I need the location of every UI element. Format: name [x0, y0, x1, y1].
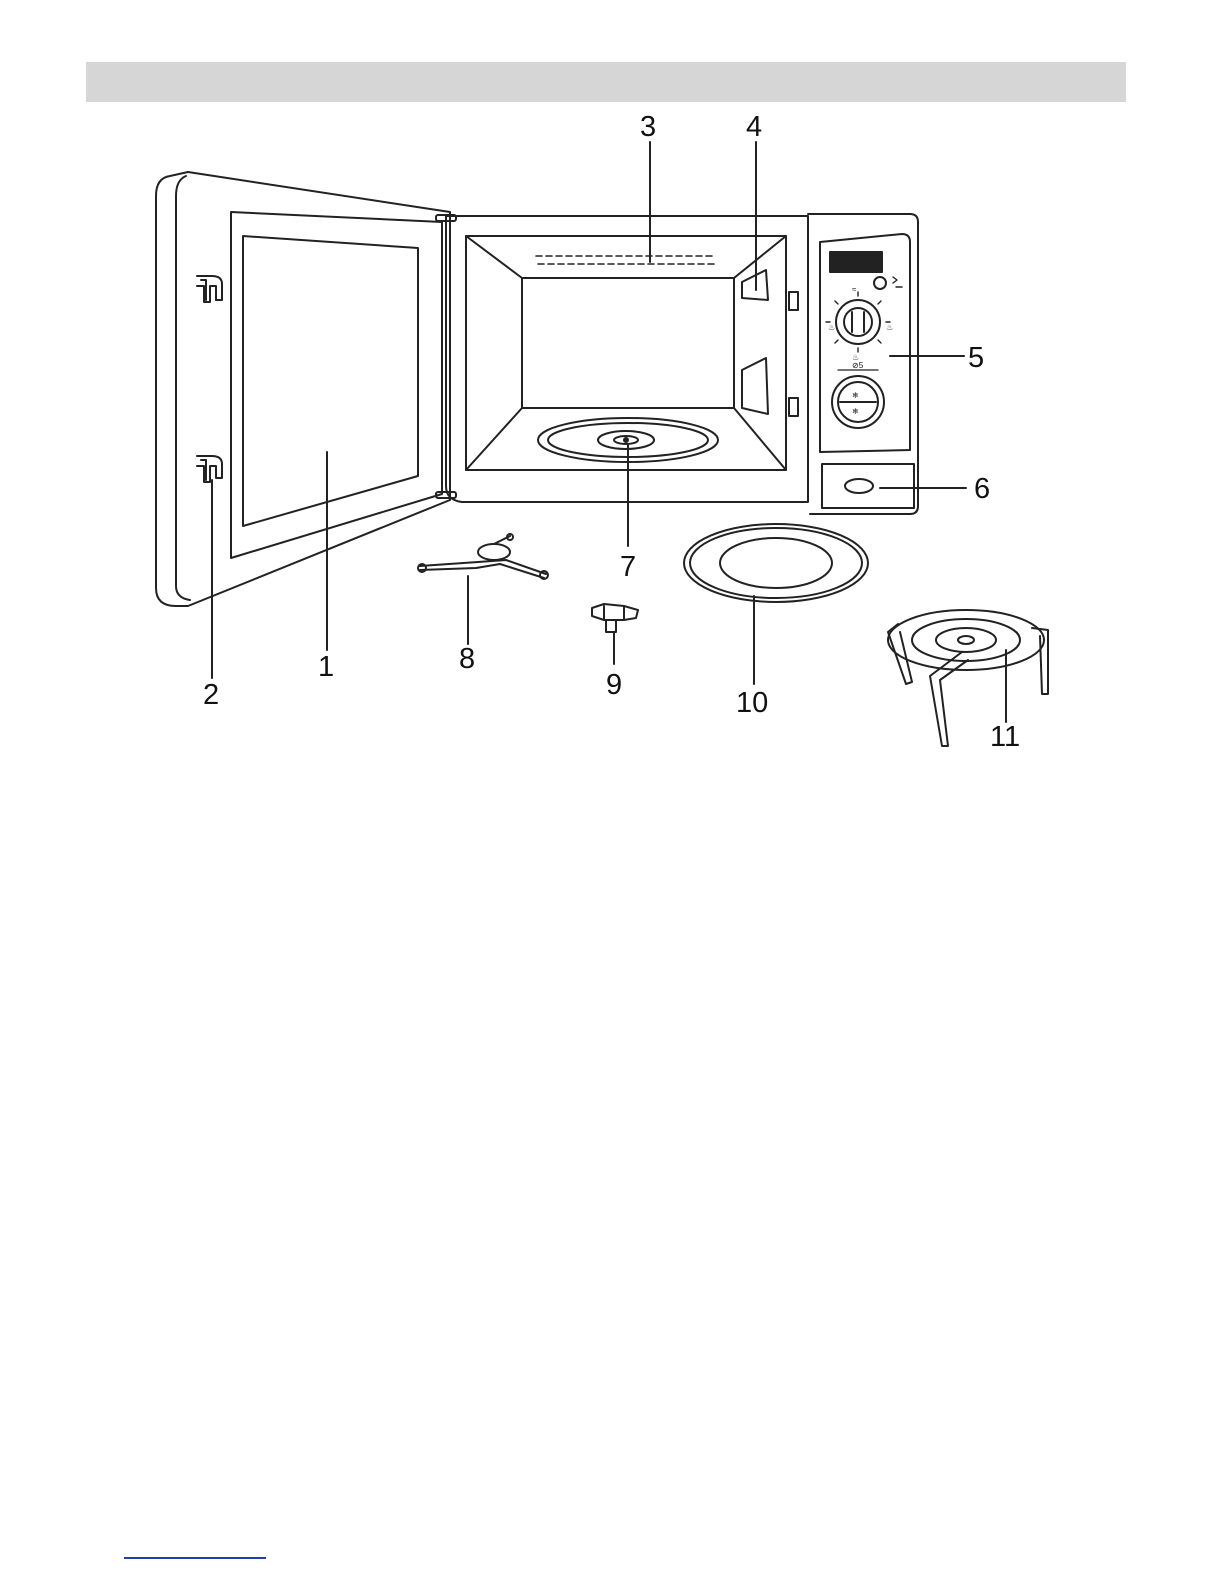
door-window [243, 236, 418, 526]
waveguide-cover [742, 270, 768, 414]
cavity-vents [536, 256, 714, 264]
roller-support [418, 534, 548, 579]
door-release-button [845, 479, 873, 493]
footer-rule [124, 1557, 266, 1559]
callout-5: 5 [968, 342, 984, 374]
callout-6: 6 [974, 473, 990, 505]
cavity-back-wall [522, 278, 734, 408]
svg-text:♨: ♨ [886, 323, 893, 332]
callout-10: 10 [736, 687, 768, 719]
svg-text:❄: ❄ [852, 391, 859, 400]
power-dial [836, 300, 880, 344]
callout-1: 1 [318, 651, 334, 683]
svg-text:⊘5: ⊘5 [852, 361, 864, 370]
callout-3: 3 [640, 111, 656, 143]
coupler [592, 604, 638, 632]
display-window [830, 252, 882, 272]
callout-8: 8 [459, 643, 475, 675]
grill-rack [888, 610, 1048, 746]
svg-text:≈: ≈ [852, 285, 857, 294]
door-hooks [197, 276, 222, 482]
microwave-parts-diagram: ♨ ♨ ≈ ♨ ⊘5 ❄ ❄ [0, 0, 1224, 800]
door [156, 172, 456, 606]
svg-text:♨: ♨ [828, 323, 835, 332]
callout-4: 4 [746, 111, 762, 143]
callout-9: 9 [606, 669, 622, 701]
control-panel: ♨ ♨ ≈ ♨ ⊘5 ❄ ❄ [808, 214, 918, 514]
callout-11: 11 [990, 721, 1020, 753]
callout-2: 2 [203, 679, 219, 711]
callout-7: 7 [620, 551, 636, 583]
svg-text:❄: ❄ [852, 407, 859, 416]
glass-tray [684, 524, 868, 602]
